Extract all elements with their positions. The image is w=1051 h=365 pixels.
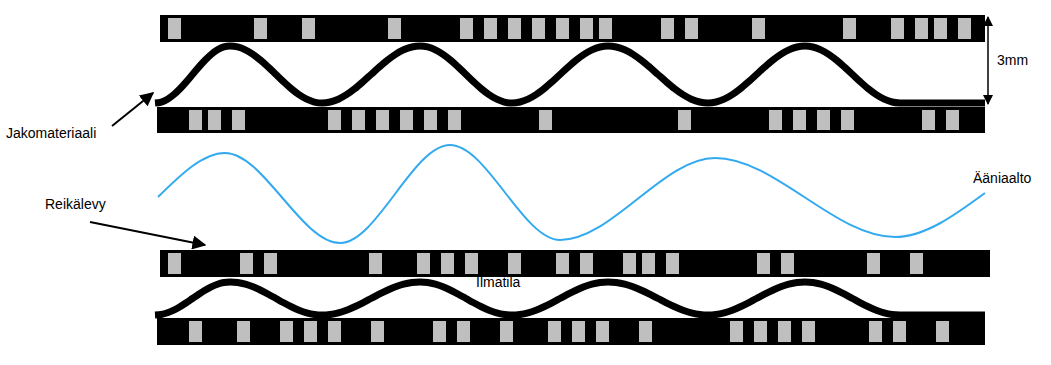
plate-hole bbox=[817, 110, 830, 130]
plate-hole bbox=[685, 18, 698, 39]
plate-hole bbox=[596, 321, 609, 342]
plate-hole bbox=[417, 253, 430, 274]
plate-hole bbox=[891, 18, 904, 39]
plate-hole bbox=[532, 18, 545, 39]
divider-material bbox=[155, 282, 985, 315]
region-label: Ilmatila bbox=[476, 274, 520, 291]
perforated-plate bbox=[157, 107, 985, 133]
plate-hole bbox=[371, 321, 384, 342]
plate-hole bbox=[237, 321, 250, 342]
plate-hole bbox=[661, 18, 674, 39]
plate-hole bbox=[893, 321, 906, 342]
plate-hole bbox=[757, 253, 770, 274]
plate-hole bbox=[328, 321, 341, 342]
plate-hole bbox=[793, 110, 806, 130]
part-label: Jakomateriaali bbox=[6, 125, 96, 142]
plate-hole bbox=[448, 110, 461, 130]
divider-material bbox=[155, 46, 985, 103]
divider-material bbox=[155, 46, 985, 315]
plate-hole bbox=[457, 321, 470, 342]
plate-hole bbox=[934, 18, 947, 39]
plate-hole bbox=[642, 253, 655, 274]
perforated-plate bbox=[160, 250, 990, 277]
plate-hole bbox=[424, 110, 437, 130]
part-label: Ääniaalto bbox=[973, 170, 1031, 187]
plate-hole bbox=[264, 253, 277, 274]
plate-hole bbox=[465, 253, 478, 274]
plate-hole bbox=[189, 321, 202, 342]
dimension-arrow bbox=[987, 17, 989, 104]
plate-hole bbox=[460, 18, 473, 39]
plate-hole bbox=[580, 253, 593, 274]
plate-hole bbox=[388, 18, 401, 39]
plate-hole bbox=[400, 110, 413, 130]
plate-hole bbox=[254, 18, 267, 39]
plate-hole bbox=[666, 253, 679, 274]
plate-hole bbox=[508, 18, 521, 39]
plate-hole bbox=[280, 321, 293, 342]
plate-hole bbox=[781, 253, 794, 274]
plate-hole bbox=[599, 18, 612, 39]
plate-hole bbox=[922, 110, 935, 130]
plate-hole bbox=[484, 18, 497, 39]
plate-hole bbox=[754, 321, 767, 342]
plate-hole bbox=[508, 253, 521, 274]
plate-hole bbox=[304, 321, 317, 342]
plate-hole bbox=[556, 18, 569, 39]
plate-hole bbox=[500, 321, 513, 342]
plate-hole bbox=[802, 321, 815, 342]
plate-hole bbox=[752, 18, 765, 39]
plate-hole bbox=[778, 321, 791, 342]
plate-hole bbox=[869, 321, 882, 342]
plate-hole bbox=[580, 18, 593, 39]
plate-hole bbox=[539, 110, 552, 130]
plate-hole bbox=[910, 253, 923, 274]
sound-wave bbox=[158, 145, 985, 243]
plate-hole bbox=[302, 18, 315, 39]
plate-hole bbox=[639, 321, 652, 342]
plate-hole bbox=[189, 110, 202, 130]
plate-hole bbox=[369, 253, 382, 274]
leader-line bbox=[90, 222, 205, 245]
plate-hole bbox=[168, 253, 181, 274]
plate-hole bbox=[240, 253, 253, 274]
plate-hole bbox=[958, 18, 971, 39]
plate-hole bbox=[548, 321, 561, 342]
plate-hole bbox=[936, 321, 949, 342]
perforated-plate bbox=[160, 15, 985, 42]
plate-hole bbox=[769, 110, 782, 130]
dimension-label: 3mm bbox=[997, 52, 1028, 69]
plate-hole bbox=[441, 253, 454, 274]
plate-hole bbox=[572, 321, 585, 342]
plate-hole bbox=[730, 321, 743, 342]
plate-hole bbox=[623, 253, 636, 274]
plate-hole bbox=[841, 110, 854, 130]
plate-hole bbox=[946, 110, 959, 130]
plate-hole bbox=[556, 253, 569, 274]
sound-wave bbox=[158, 145, 985, 243]
perforated-plate bbox=[157, 318, 985, 345]
leader-line bbox=[112, 93, 153, 126]
plate-hole bbox=[915, 18, 928, 39]
plate-hole bbox=[867, 253, 880, 274]
leader-lines bbox=[90, 17, 988, 245]
plate-hole bbox=[843, 18, 856, 39]
plate-hole bbox=[678, 110, 691, 130]
plate-hole bbox=[433, 321, 446, 342]
plate-hole bbox=[376, 110, 389, 130]
plate-hole bbox=[208, 110, 221, 130]
plate-hole bbox=[232, 110, 245, 130]
plate-hole bbox=[328, 110, 341, 130]
plate-hole bbox=[352, 110, 365, 130]
part-label: Reikälevy bbox=[45, 196, 106, 213]
plate-hole bbox=[168, 18, 181, 39]
